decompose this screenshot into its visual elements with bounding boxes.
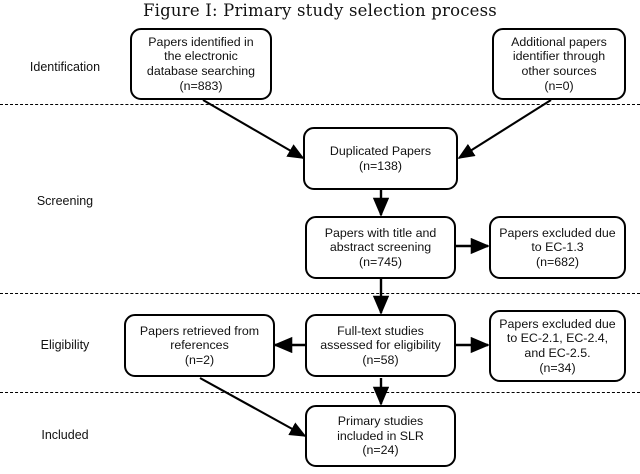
stage-divider-eligibility-included xyxy=(0,392,640,393)
stage-label-screening: Screening xyxy=(36,194,94,208)
arrow-other-sources-to-duplicated xyxy=(457,99,552,159)
box-full-text-studies-assessed[interactable]: Full-text studies assessed for eligibili… xyxy=(305,314,456,377)
box-additional-papers-other-sources[interactable]: Additional papers identifier through oth… xyxy=(492,28,626,100)
arrow-database-search-to-duplicated xyxy=(202,99,305,159)
stage-divider-screening-eligibility xyxy=(0,293,640,294)
box-duplicated-papers[interactable]: Duplicated Papers (n=138) xyxy=(303,127,458,190)
stage-label-included: Included xyxy=(41,428,89,442)
box-papers-excluded-ec13[interactable]: Papers excluded due to EC-1.3 (n=682) xyxy=(489,216,626,279)
stage-divider-identification-screening xyxy=(0,104,640,105)
box-papers-retrieved-references[interactable]: Papers retrieved from references (n=2) xyxy=(124,314,275,377)
box-papers-excluded-ec2[interactable]: Papers excluded due to EC-2.1, EC-2.4, a… xyxy=(489,310,626,382)
box-primary-studies-included-slr[interactable]: Primary studies included in SLR (n=24) xyxy=(305,405,456,467)
box-papers-identified-database[interactable]: Papers identified in the electronic data… xyxy=(130,28,272,100)
stage-label-eligibility: Eligibility xyxy=(40,338,90,352)
stage-label-identification: Identification xyxy=(29,60,101,74)
arrow-retrieved-refs-to-included-slr xyxy=(199,377,307,437)
figure-title: Figure I: Primary study selection proces… xyxy=(143,1,497,20)
box-papers-title-abstract-screening[interactable]: Papers with title and abstract screening… xyxy=(305,216,456,279)
